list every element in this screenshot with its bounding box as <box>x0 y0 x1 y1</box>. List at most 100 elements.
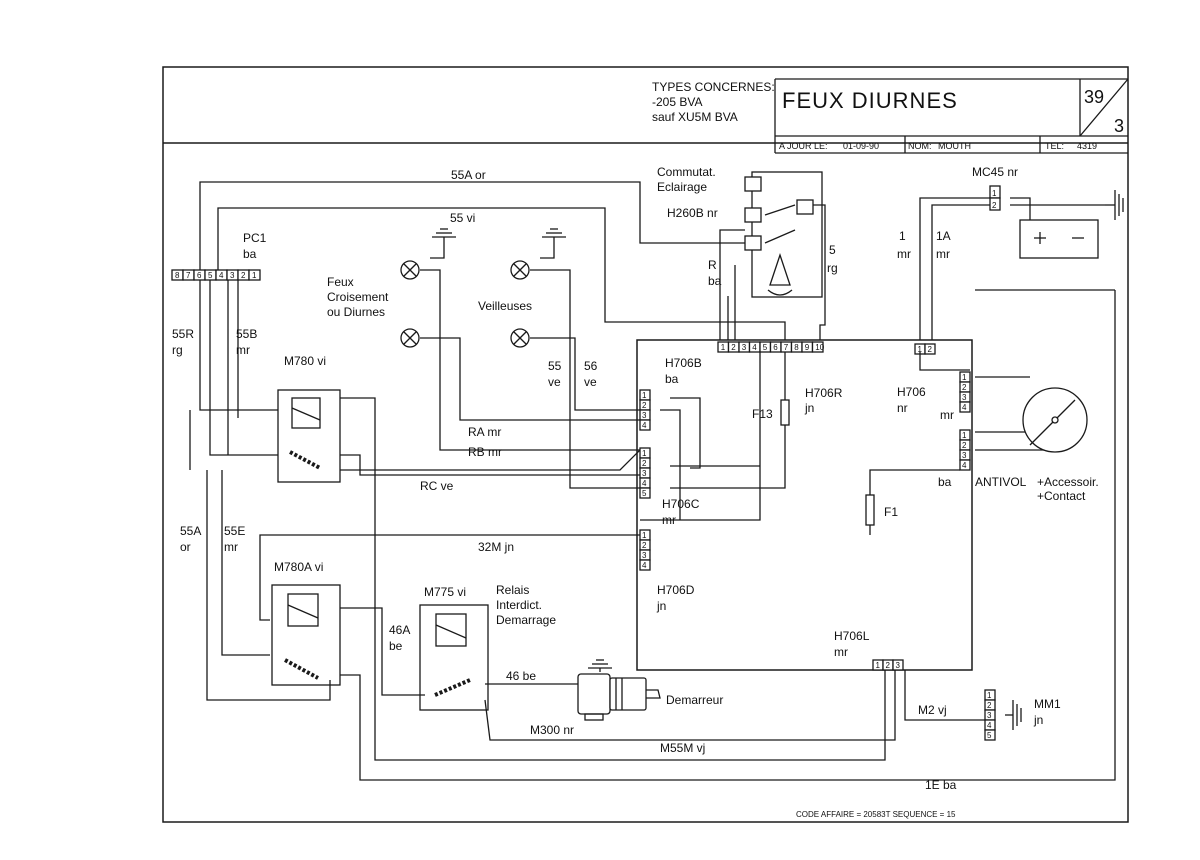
label-croisement: Croisement <box>327 290 389 304</box>
ground-icon <box>1105 190 1124 220</box>
update-date: 01-09-90 <box>843 141 879 151</box>
label-m300: M300 nr <box>530 723 574 737</box>
label-h706r-color: jn <box>804 401 814 415</box>
label-55a-2-color: or <box>180 540 191 554</box>
h706-top-connector-pin-label: 4 <box>752 343 757 352</box>
h706c-connector-pin <box>639 487 651 499</box>
lamp-veilleuse-2 <box>510 328 530 348</box>
page-title: FEUX DIURNES <box>782 88 958 113</box>
h706-12-connector-pin-label: 1 <box>918 345 923 354</box>
label-56: 56 <box>584 359 598 373</box>
label-m775: M775 vi <box>424 585 466 599</box>
pc1-connector-pin-label: 8 <box>175 271 180 280</box>
h706l-connector-pin <box>892 659 904 671</box>
h706d-connector-pin-label: 4 <box>642 561 647 570</box>
pc1-connector-pin <box>248 269 261 281</box>
h706-right-connector-pin-label: 4 <box>962 403 967 412</box>
h706l-connector-pin-label: 3 <box>896 661 901 670</box>
h706c-connector-pin-label: 1 <box>642 449 647 458</box>
label-56-color: ve <box>584 375 597 389</box>
relay-m775 <box>419 604 489 711</box>
h706-12-connector-pin-label: 2 <box>928 345 933 354</box>
label-55b-color: mr <box>236 343 250 357</box>
label-h706-color: nr <box>897 401 908 415</box>
label-55-color: ve <box>548 375 561 389</box>
pc1-connector-pin-label: 3 <box>230 271 235 280</box>
drawing-frame <box>162 66 1129 823</box>
h706c-connector-pin-label: 3 <box>642 469 647 478</box>
label-h706d-color: jn <box>656 599 666 613</box>
pc1-connector-pin-label: 2 <box>241 271 246 280</box>
pc1-connector-pin-label: 1 <box>252 271 257 280</box>
label-rb: RB mr <box>468 445 502 459</box>
label-55a-2: 55A <box>180 524 201 538</box>
ground-icon <box>432 228 456 245</box>
label-f1: F1 <box>884 505 898 519</box>
label-m780: M780 vi <box>284 354 326 368</box>
label-1-color: mr <box>897 247 911 261</box>
label-1a: 1A <box>936 229 951 243</box>
mm1-connector-pin-label: 2 <box>987 701 992 710</box>
mc45-connector-pin-label: 2 <box>992 201 997 210</box>
antivol-connector-pin-label: 3 <box>962 451 967 460</box>
antivol-connector-pin <box>959 459 971 471</box>
fuse-f13 <box>780 399 790 426</box>
label-1a-color: mr <box>936 247 950 261</box>
relay-m780 <box>277 389 341 483</box>
h706-box <box>636 339 973 671</box>
label-mc45: MC45 nr <box>972 165 1018 179</box>
mm1-connector-pin-label: 1 <box>987 691 992 700</box>
h706-top-connector-pin-label: 3 <box>742 343 747 352</box>
label-h260b: H260B nr <box>667 206 718 220</box>
label-demarreur: Demarreur <box>666 693 723 707</box>
label-r: R <box>708 258 717 272</box>
antivol-connector-pin-label: 4 <box>962 461 967 470</box>
h706b-connector-pin-label: 1 <box>642 391 647 400</box>
lamp-veilleuse-1 <box>510 260 530 280</box>
label-h706b: H706B <box>665 356 702 370</box>
label-46a-color: be <box>389 639 403 653</box>
h706-right-connector-pin-label: 2 <box>962 383 967 392</box>
label-pc1: PC1 <box>243 231 267 245</box>
label-h706l-color: mr <box>834 645 848 659</box>
h706-top-connector-pin-label: 1 <box>721 343 726 352</box>
h706-right-connector-pin-label: 1 <box>962 373 967 382</box>
h706-top-connector-pin-label: 9 <box>805 343 810 352</box>
pc1-connector-pin-label: 4 <box>219 271 224 280</box>
antivol-switch <box>1022 387 1088 453</box>
relay-m780a <box>271 584 341 686</box>
label-32m: 32M jn <box>478 540 514 554</box>
label-55a-or: 55A or <box>451 168 486 182</box>
label-h706r: H706R <box>805 386 843 400</box>
mm1-connector-pin-label: 4 <box>987 721 992 730</box>
ground-icon <box>1005 700 1022 730</box>
label-h706l: H706L <box>834 629 870 643</box>
label-relais: Relais <box>496 583 529 597</box>
mc45-connector-pin-label: 1 <box>992 189 997 198</box>
label-55r: 55R <box>172 327 194 341</box>
tel-value: 4319 <box>1077 141 1097 151</box>
label-55r-color: rg <box>172 343 183 357</box>
h706d-connector-pin-label: 3 <box>642 551 647 560</box>
types-line-1: TYPES CONCERNES: <box>652 80 775 94</box>
label-m780a: M780A vi <box>274 560 323 574</box>
antivol-connector-pin-label: 2 <box>962 441 967 450</box>
wires <box>189 181 1116 781</box>
label-rc: RC ve <box>420 479 454 493</box>
label-55-vi: 55 vi <box>450 211 475 225</box>
label-5-color: rg <box>827 261 838 275</box>
label-r-color: ba <box>708 274 722 288</box>
label-accessoir: +Accessoir. <box>1037 475 1099 489</box>
label-f13: F13 <box>752 407 773 421</box>
ground-icon <box>588 659 612 672</box>
label-h706b-color: ba <box>665 372 679 386</box>
label-46a: 46A <box>389 623 410 637</box>
h706-top-connector-pin-label: 2 <box>731 343 736 352</box>
labels: 55A or 55 vi Commutat. Eclairage H260B n… <box>172 165 1099 819</box>
h706d-connector-pin-label: 1 <box>642 531 647 540</box>
label-ba-right: ba <box>938 475 952 489</box>
lamp-croisement-2 <box>400 328 420 348</box>
h706b-connector-pin-label: 4 <box>642 421 647 430</box>
h706-top-connector-pin-label: 10 <box>815 343 824 352</box>
